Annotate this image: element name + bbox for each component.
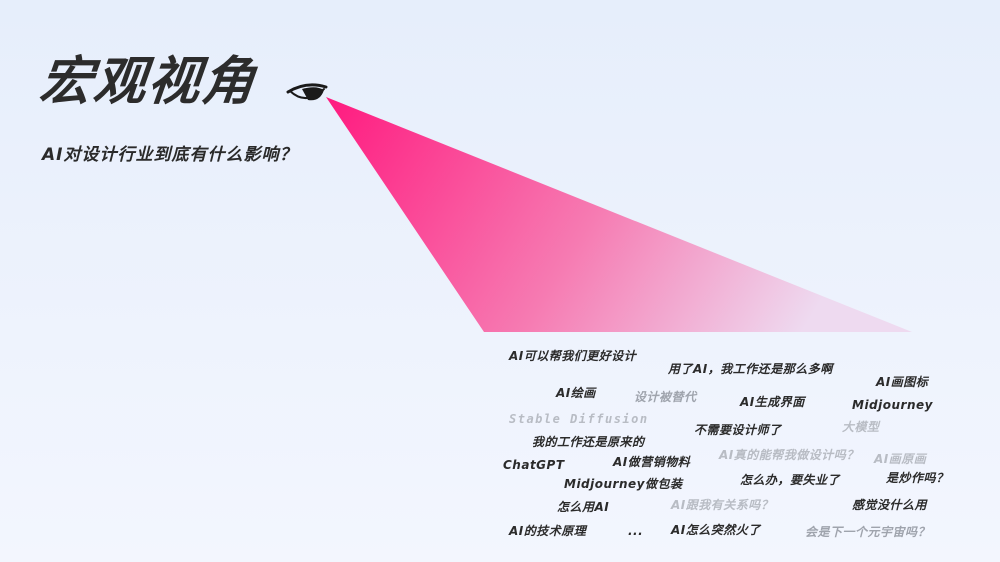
beam-triangle <box>326 97 912 332</box>
page-subtitle: AI对设计行业到底有什么影响？ <box>42 145 298 165</box>
keyword-tag: AI绘画 <box>556 386 596 400</box>
keyword-tag: 用了AI，我工作还是那么多啊 <box>668 362 833 376</box>
keyword-tag: AI画图标 <box>876 375 929 389</box>
keyword-tag: AI跟我有关系吗？ <box>671 498 774 512</box>
keyword-tag: Midjourney做包装 <box>564 477 683 491</box>
keyword-tag: AI怎么突然火了 <box>671 523 761 537</box>
keyword-tag: ChatGPT <box>503 458 565 472</box>
keyword-tag: AI画原画 <box>874 452 927 466</box>
keyword-tag: AI生成界面 <box>740 395 805 409</box>
keyword-tag: ... <box>628 524 644 538</box>
keyword-tag: AI的技术原理 <box>509 524 587 538</box>
keyword-tag: 我的工作还是原来的 <box>532 435 645 449</box>
keyword-tag: 怎么用AI <box>557 500 610 514</box>
keyword-tag: 会是下一个元宇宙吗？ <box>805 525 931 539</box>
keyword-tag: AI可以帮我们更好设计 <box>509 349 637 363</box>
keyword-tag: Stable Diffusion <box>509 412 649 426</box>
keyword-tag: AI真的能帮我做设计吗？ <box>719 448 859 462</box>
keyword-tag: 大模型 <box>842 420 880 434</box>
keyword-tag: AI做营销物料 <box>613 455 691 469</box>
keyword-tag: 怎么办，要失业了 <box>740 473 841 487</box>
keyword-tag: 感觉没什么用 <box>852 498 928 512</box>
keyword-tag: 不需要设计师了 <box>694 423 782 437</box>
eye-icon <box>286 83 328 101</box>
keyword-tag: 是炒作吗？ <box>886 471 949 485</box>
keyword-tag: Midjourney <box>852 398 933 412</box>
keyword-tag: 设计被替代 <box>634 390 697 404</box>
